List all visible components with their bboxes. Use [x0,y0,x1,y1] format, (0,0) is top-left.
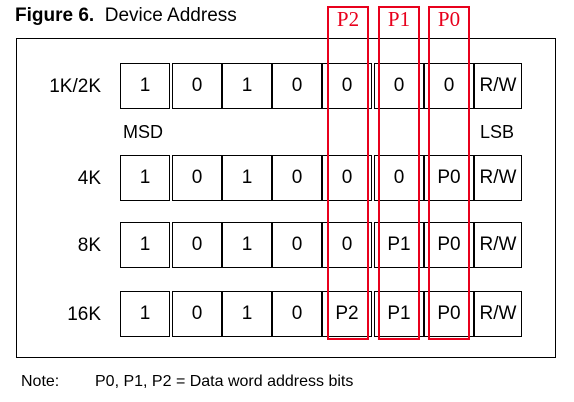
bit-cell: P1 [374,291,424,337]
bit-cell: P0 [424,155,474,201]
bit-cell: 0 [272,222,322,268]
bit-cell: P1 [374,222,424,268]
bit-cell: 1 [222,222,272,268]
bit-cell: 1 [120,291,170,337]
row-label: 1K/2K [49,76,101,97]
highlight-label-p0: P0 [437,7,461,31]
highlight-label-p2: P2 [336,7,360,31]
row-label: 4K [77,168,101,189]
bit-cell: 1 [120,155,170,201]
highlight-box-p0 [428,6,470,340]
bit-cell: 0 [322,63,372,109]
lsb-label: LSB [480,122,515,142]
figure-caption: Device Address [104,5,237,26]
bit-cell: R/W [474,222,522,268]
diagram-frame [16,38,556,358]
bit-cell: 0 [172,291,222,337]
row-label: 16K [67,304,101,325]
bit-cell: R/W [474,63,522,109]
highlight-box-p2 [327,6,369,340]
bit-cell: 1 [222,63,272,109]
bit-cell: 0 [424,63,474,109]
bit-cell: 0 [322,155,372,201]
bit-cell: 0 [272,155,322,201]
bit-cell: 0 [374,63,424,109]
highlight-box-p1 [378,6,420,340]
bit-cell: P2 [322,291,372,337]
bit-cell: 1 [120,222,170,268]
bit-cell: 1 [120,63,170,109]
bit-cell: 0 [272,63,322,109]
bit-cell: 0 [172,63,222,109]
bit-cell: 0 [172,222,222,268]
row-label: 8K [77,235,101,256]
figure-title: Figure 6. Device Address [15,5,237,27]
bit-cell: R/W [474,155,522,201]
bit-cell: 0 [172,155,222,201]
bit-cell: 1 [222,155,272,201]
bit-cell: 0 [374,155,424,201]
figure-label: Figure 6. [15,5,95,26]
bit-cell: P0 [424,291,474,337]
note-prefix: Note: [21,373,60,390]
bit-cell: R/W [474,291,522,337]
bit-cell: P0 [424,222,474,268]
bit-cell: 0 [322,222,372,268]
highlight-label-p1: P1 [387,7,411,31]
note-text: P0, P1, P2 = Data word address bits [95,373,354,390]
msd-label: MSD [123,122,163,142]
bit-cell: 1 [222,291,272,337]
bit-cell: 0 [272,291,322,337]
